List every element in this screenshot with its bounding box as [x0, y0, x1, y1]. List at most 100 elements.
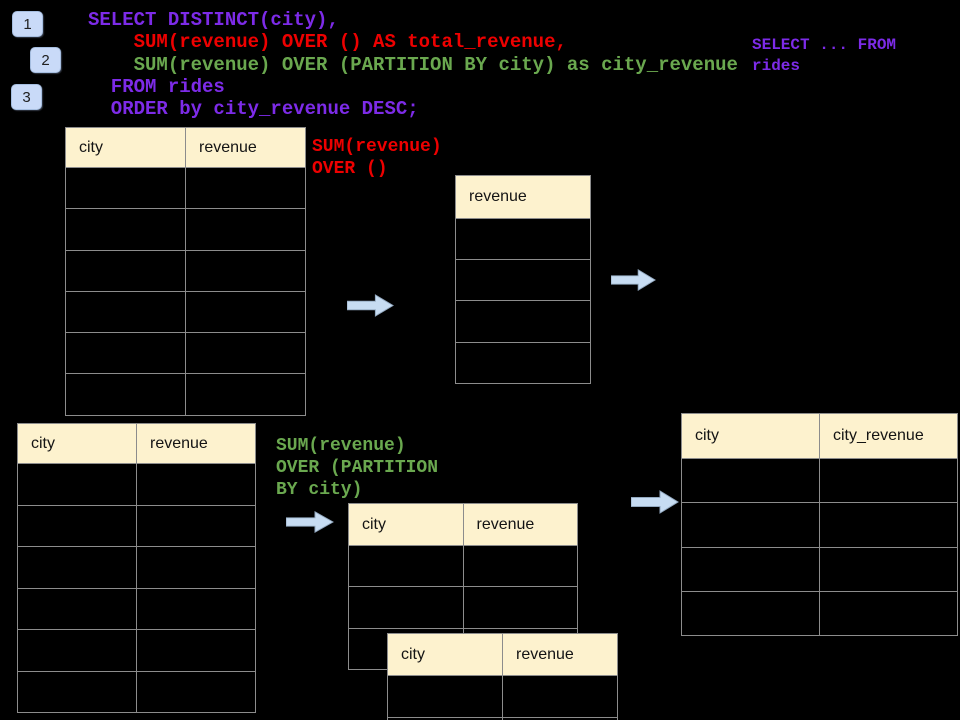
table-cell: [18, 505, 137, 547]
table-cell: [820, 459, 958, 504]
table-cell: [186, 250, 306, 292]
table-row: [18, 588, 256, 630]
table-cell: [66, 374, 186, 416]
column-header: revenue: [186, 128, 306, 168]
right-arrow-icon: [631, 490, 679, 514]
table-row: [18, 547, 256, 589]
table-header-row: revenue: [456, 176, 591, 219]
table-row: [66, 209, 306, 251]
table-row: [456, 342, 591, 384]
sql-code-line: SUM(revenue) OVER () AS total_revenue,: [88, 31, 567, 54]
table-row: [682, 503, 958, 548]
sql-query-code: SELECT DISTINCT(city), SUM(revenue) OVER…: [88, 9, 738, 120]
table-row: [66, 374, 306, 416]
table-cell: [456, 342, 591, 384]
table-cell: [18, 464, 137, 506]
table-cell: [388, 718, 503, 720]
table-cell: [137, 505, 256, 547]
table-cell: [18, 671, 137, 713]
table-cell: [682, 503, 820, 548]
step-badge-3: 3: [11, 84, 42, 110]
right-arrow-icon: [286, 511, 334, 533]
table-cell: [137, 547, 256, 589]
table-row: [456, 219, 591, 261]
table-cell: [503, 718, 618, 720]
table-cell: [186, 333, 306, 375]
table-cell: [820, 547, 958, 592]
table-cell: [137, 671, 256, 713]
table-cell: [137, 464, 256, 506]
column-header: revenue: [137, 424, 256, 464]
sql-code-line: SUM(revenue) OVER (PARTITION BY city) as…: [88, 53, 738, 76]
table-row: [349, 587, 578, 629]
table-cell: [186, 374, 306, 416]
table-row: [682, 547, 958, 592]
table-cell: [388, 676, 503, 718]
right-arrow-icon: [347, 294, 394, 317]
table-cell: [682, 459, 820, 504]
table-cell: [66, 250, 186, 292]
column-header: revenue: [463, 504, 578, 546]
table-row: [349, 546, 578, 588]
table-cell: [18, 630, 137, 672]
table-total-revenue-result: revenue: [455, 175, 591, 384]
table-cell: [186, 168, 306, 210]
table-row: [66, 250, 306, 292]
step-badge-1-label: 1: [23, 15, 32, 33]
table-cell: [349, 546, 464, 588]
table-row: [388, 676, 618, 718]
table-cell: [66, 168, 186, 210]
table-cell: [18, 588, 137, 630]
step-badge-3-label: 3: [22, 88, 31, 106]
column-header: city: [349, 504, 464, 546]
step-badge-2: 2: [30, 47, 61, 73]
table-row: [456, 260, 591, 302]
table-row: [18, 671, 256, 713]
table-row: [18, 505, 256, 547]
table-cell: [503, 676, 618, 718]
table-row: [456, 301, 591, 343]
table-cell: [456, 260, 591, 302]
column-header: city_revenue: [820, 414, 958, 459]
table-cell: [820, 503, 958, 548]
sql-code-line: SELECT DISTINCT(city),: [88, 9, 339, 31]
table-row: [682, 591, 958, 637]
sum-over-total-label: SUM(revenue) OVER (): [312, 137, 442, 179]
table-cell: [18, 547, 137, 589]
table-row: [682, 459, 958, 504]
step-badge-2-label: 2: [41, 51, 50, 69]
table-cell: [186, 209, 306, 251]
column-header: city: [388, 634, 503, 676]
table-row: [18, 630, 256, 672]
right-arrow-icon: [611, 269, 656, 291]
table-row: [66, 291, 306, 334]
table-row: [388, 718, 618, 720]
table-cell: [456, 219, 591, 261]
step-badge-1: 1: [12, 11, 43, 37]
sum-over-partition-label: SUM(revenue) OVER (PARTITION BY city): [276, 436, 439, 500]
column-header: revenue: [503, 634, 618, 676]
table-cell: [456, 301, 591, 343]
table-cell: [66, 333, 186, 375]
table-cell: [349, 587, 464, 629]
table-row: [66, 333, 306, 375]
table-row: [18, 464, 256, 506]
table-cell: [66, 291, 186, 334]
table-cell: [463, 546, 578, 588]
sql-code-line: ORDER by city_revenue DESC;: [88, 98, 419, 121]
table-cell: [137, 588, 256, 630]
table-cell: [137, 630, 256, 672]
table-cell: [463, 587, 578, 629]
table-cell: [682, 547, 820, 592]
column-header: city: [682, 414, 820, 459]
